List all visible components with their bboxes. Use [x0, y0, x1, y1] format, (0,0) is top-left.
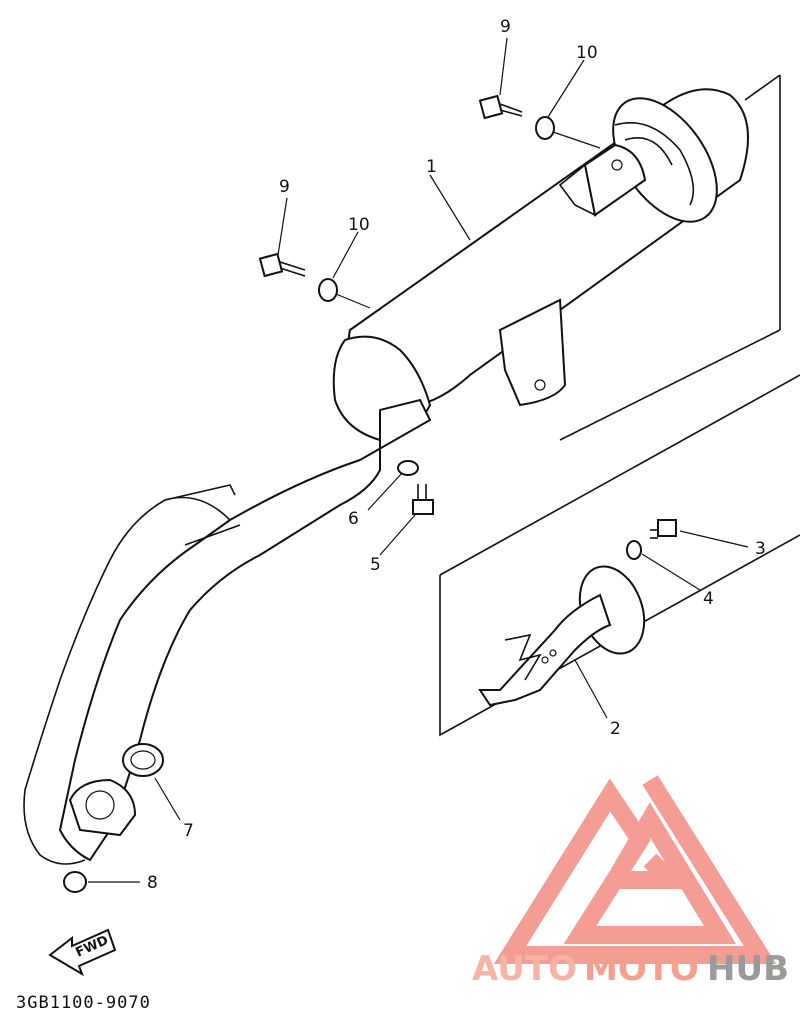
part-label-8: 8: [147, 873, 158, 893]
part-label-1: 1: [426, 157, 437, 177]
exhaust-pipe: [23, 398, 432, 865]
washer-4: [626, 540, 642, 560]
part-label-3: 3: [755, 539, 766, 559]
part-label-7: 7: [183, 821, 194, 841]
washer-10-upper: [535, 116, 555, 140]
washer-10-lower: [318, 278, 338, 302]
gasket-7: [122, 743, 164, 777]
part-label-10: 10: [348, 215, 370, 235]
hardware: [63, 94, 677, 893]
watermark-triangle-icon: [493, 775, 777, 964]
bolt-5: [412, 484, 434, 515]
watermark-logo: [493, 775, 777, 964]
watermark-text: AUTO MOTO HUB: [472, 949, 789, 989]
washer-6: [397, 460, 419, 476]
part-label-6: 6: [348, 509, 359, 529]
diagram-code: 3GB1100-9070: [16, 993, 151, 1013]
assembly-frame: [439, 74, 800, 737]
part-label-10: 10: [576, 43, 598, 63]
bolt-9-lower: [258, 252, 306, 278]
part-label-2: 2: [610, 719, 621, 739]
bolt-3: [650, 519, 677, 539]
forward-arrow: FWD: [48, 928, 117, 977]
part-label-4: 4: [703, 589, 714, 609]
leader-lines: [88, 37, 749, 883]
part-label-9: 9: [279, 177, 290, 197]
bolt-9-upper: [478, 94, 523, 120]
svg-text:AUTO: AUTO: [472, 949, 577, 989]
svg-text:HUB: HUB: [707, 949, 789, 989]
part-label-5: 5: [370, 555, 381, 575]
part-label-9: 9: [500, 17, 511, 37]
svg-text:MOTO: MOTO: [584, 949, 699, 989]
nut-8: [63, 871, 87, 893]
part-labels: 9 10 9 10 1 6 5 3 4 2 7 8: [147, 17, 766, 893]
baffle: [478, 565, 646, 707]
